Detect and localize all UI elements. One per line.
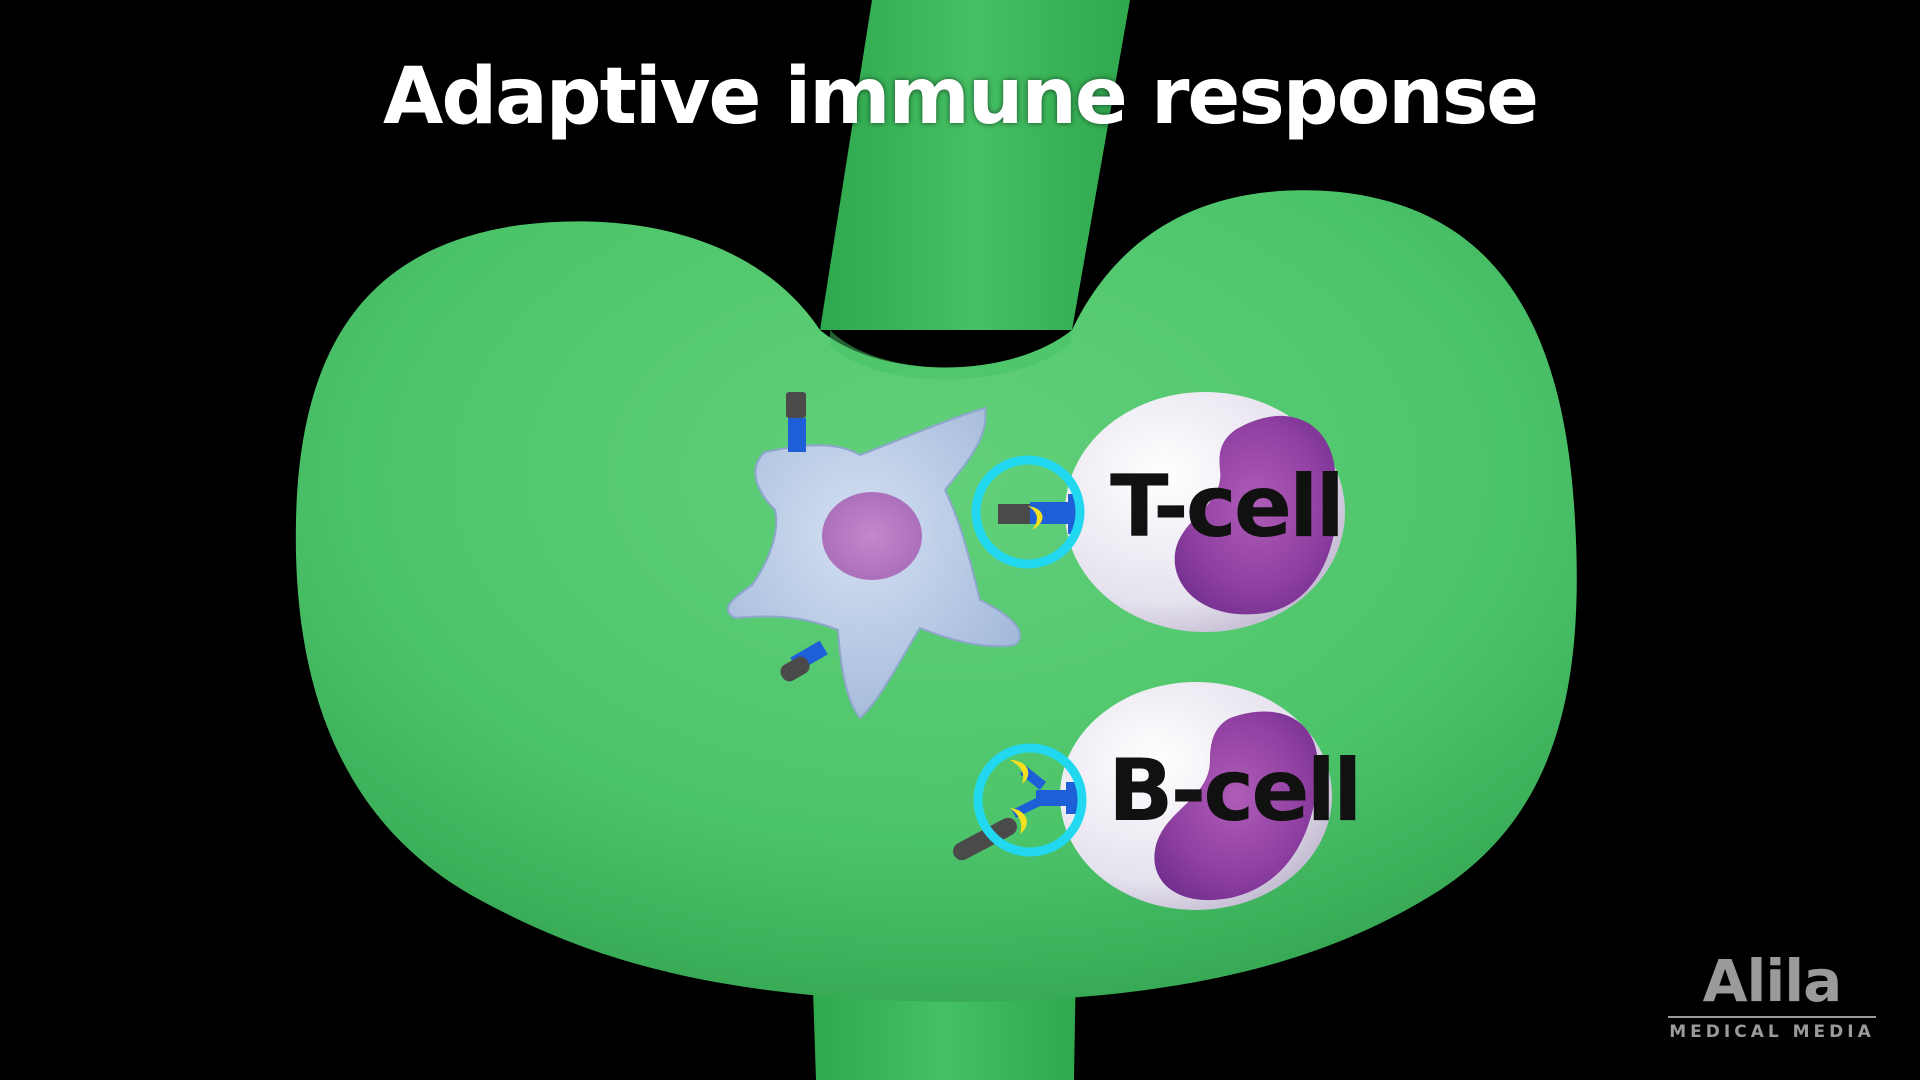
t-cell [1065,392,1345,632]
b-cell-label: B-cell [1108,741,1363,841]
t-cell-highlight-ring [971,455,1085,569]
mhc-receptor-bottom [780,640,828,682]
page-title: Adaptive immune response [382,52,1539,142]
b-cell-nucleus [1154,711,1319,901]
t-cell-nucleus [1174,415,1338,615]
b-cell-highlight-ring [973,743,1087,857]
antigen [1028,506,1043,530]
watermark-logo: Alila MEDICAL MEDIA [1668,952,1876,1041]
dendritic-cell-nucleus [822,492,922,580]
blood-vessel [820,0,1130,330]
logo-divider [1668,1016,1876,1018]
mhc-receptor-top [786,392,806,452]
antigen-upper [1010,760,1029,784]
b-cell-receptor [953,760,1082,861]
logo-tagline: MEDICAL MEDIA [1669,1022,1875,1042]
b-cell [1060,682,1332,910]
logo-name: Alila [1702,947,1843,1015]
antigen-lower [1010,808,1027,834]
t-cell-label: T-cell [1110,457,1345,557]
dendritic-cell [726,406,1022,720]
